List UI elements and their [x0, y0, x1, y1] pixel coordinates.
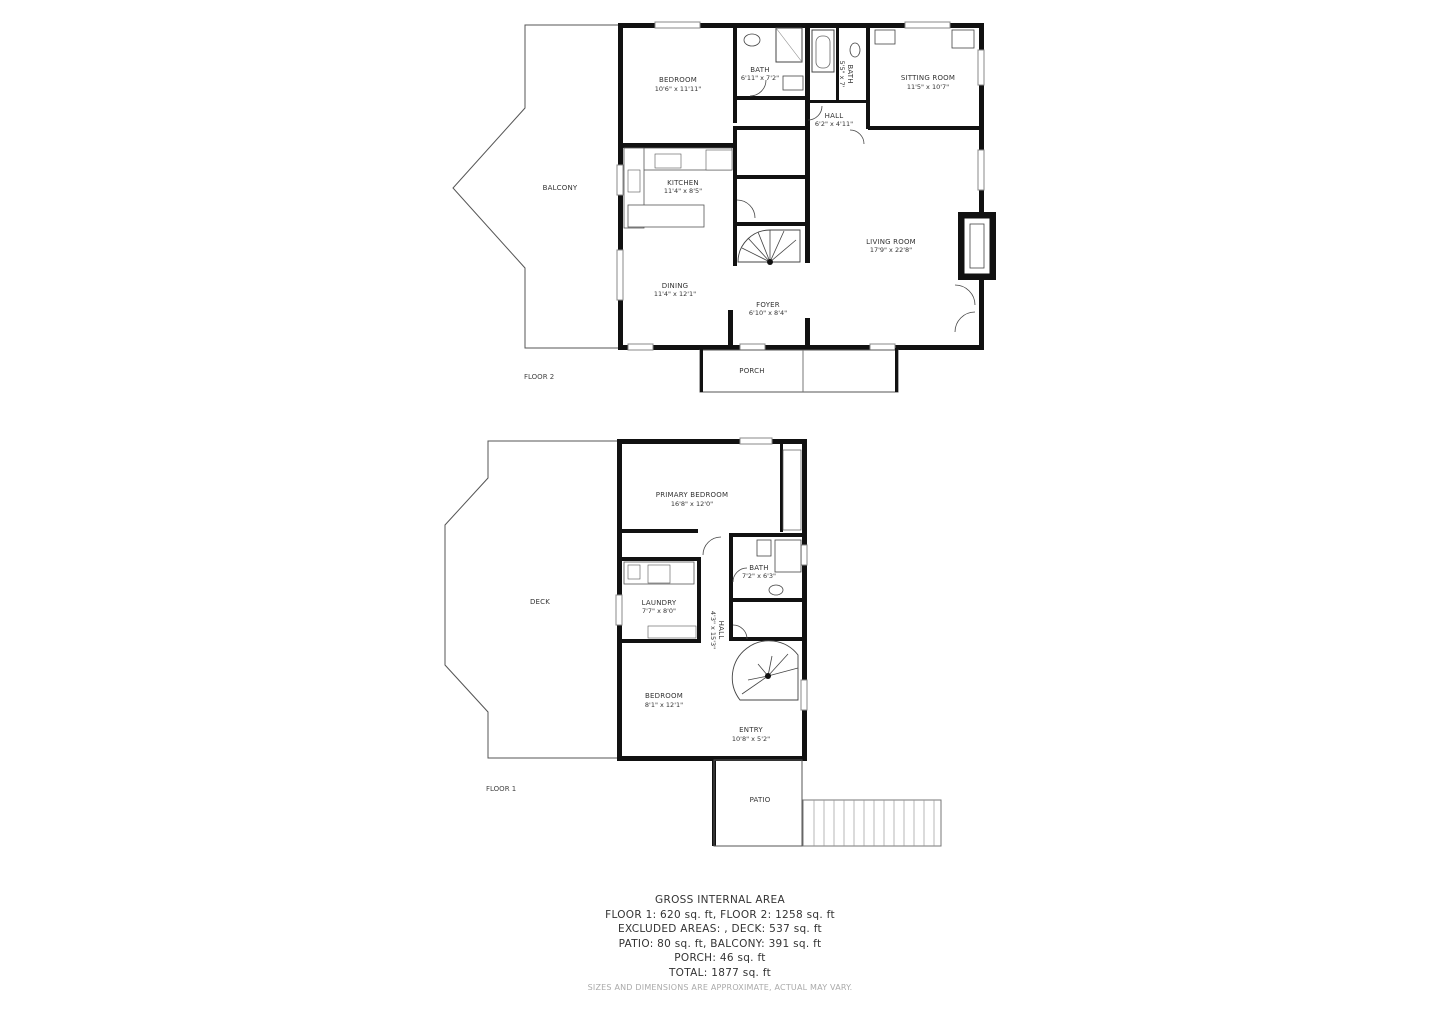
room-name-hall-f1: HALL	[717, 621, 725, 640]
room-name-kitchen: KITCHEN	[667, 179, 699, 187]
summary-total: TOTAL: 1877 sq. ft	[668, 966, 772, 979]
room-dims-kitchen: 11'4" x 8'5"	[664, 187, 702, 195]
room-name-balcony: BALCONY	[543, 184, 578, 192]
room-dims-laundry: 7'7" x 8'0"	[642, 607, 676, 615]
summary-porch: PORCH: 46 sq. ft	[674, 952, 766, 965]
room-dims-living-room: 17'9" x 22'8"	[870, 246, 912, 254]
room-name-bath-b-f2: BATH	[846, 64, 854, 83]
floor-2-plan: BEDROOM 10'6" x 11'11" BATH 6'11" x 7'2"…	[452, 21, 996, 393]
room-name-sitting-room: SITTING ROOM	[901, 74, 955, 82]
floor-1-label: FLOOR 1	[486, 785, 516, 793]
exterior-stairs	[802, 799, 942, 847]
summary-title: GROSS INTERNAL AREA	[655, 894, 785, 906]
patio-outline	[713, 759, 803, 847]
room-dims-bath-f1: 7'2" x 6'3"	[742, 572, 776, 580]
room-dims-dining: 11'4" x 12'1"	[654, 290, 696, 298]
summary-excluded: EXCLUDED AREAS: , DECK: 537 sq. ft	[618, 923, 822, 936]
room-name-bedroom-f2: BEDROOM	[659, 76, 697, 84]
spiral-stair-floor-1	[731, 640, 799, 701]
room-dims-foyer: 6'10" x 8'4"	[749, 309, 787, 317]
room-name-patio: PATIO	[750, 796, 771, 804]
summary-patio-balcony: PATIO: 80 sq. ft, BALCONY: 391 sq. ft	[618, 937, 822, 950]
area-summary: GROSS INTERNAL AREA FLOOR 1: 620 sq. ft,…	[520, 893, 920, 992]
floor-2-label: FLOOR 2	[524, 373, 554, 381]
room-dims-bath-b-f2: 5'5" x 7'	[838, 61, 846, 88]
disclaimer-note: SIZES AND DIMENSIONS ARE APPROXIMATE, AC…	[587, 982, 853, 992]
room-name-deck: DECK	[530, 598, 550, 606]
room-dims-bedroom-f1: 8'1" x 12'1"	[645, 701, 683, 709]
room-name-foyer: FOYER	[756, 301, 780, 309]
floor-1-plan: PRIMARY BEDROOM 16'8" x 12'0" BATH 7'2" …	[444, 437, 942, 847]
room-name-bedroom-f1: BEDROOM	[645, 692, 683, 700]
spiral-stair-floor-2	[737, 229, 801, 265]
room-name-dining: DINING	[662, 282, 689, 290]
room-dims-hall-f1: 4'3" x 15'3"	[709, 611, 717, 649]
room-dims-primary-bedroom: 16'8" x 12'0"	[671, 500, 713, 508]
room-dims-bath-a-f2: 6'11" x 7'2"	[741, 74, 779, 82]
room-name-bath-f1: BATH	[749, 564, 768, 572]
summary-floors: FLOOR 1: 620 sq. ft, FLOOR 2: 1258 sq. f…	[605, 908, 835, 921]
room-name-living-room: LIVING ROOM	[866, 238, 916, 246]
room-name-primary-bedroom: PRIMARY BEDROOM	[656, 491, 728, 499]
room-name-entry: ENTRY	[739, 726, 763, 734]
room-name-porch: PORCH	[739, 367, 764, 375]
balcony-outline	[452, 24, 621, 349]
room-name-bath-a-f2: BATH	[750, 66, 769, 74]
room-dims-bedroom-f2: 10'6" x 11'11"	[655, 85, 701, 93]
room-dims-sitting-room: 11'5" x 10'7"	[907, 83, 949, 91]
room-name-laundry: LAUNDRY	[642, 599, 677, 607]
room-name-hall-f2: HALL	[825, 112, 844, 120]
porch-outline	[699, 349, 899, 393]
room-dims-entry: 10'8" x 5'2"	[732, 735, 770, 743]
room-dims-hall-f2: 6'2" x 4'11"	[815, 120, 853, 128]
